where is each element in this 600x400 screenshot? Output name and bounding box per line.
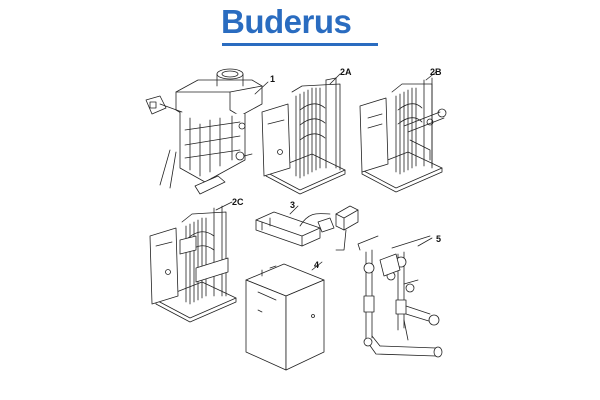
buderus-logo: Buderus [221, 4, 381, 48]
logo-wordmark: Buderus [221, 3, 352, 40]
callout-3: 3 [290, 200, 295, 210]
callout-2c: 2C [232, 197, 244, 207]
part-1-burner-assembly [145, 68, 269, 195]
callout-4: 4 [314, 260, 319, 270]
callout-1: 1 [270, 74, 275, 84]
part-5-piping-kit [357, 235, 443, 358]
part-2c-heat-exchanger [149, 201, 237, 323]
part-2a-heat-exchanger [261, 73, 346, 195]
part-2b-heat-exchanger [359, 71, 447, 193]
logo-underline [222, 43, 378, 46]
part-3-control-module [255, 205, 359, 251]
callout-2b: 2B [430, 67, 442, 77]
callout-5: 5 [436, 234, 441, 244]
part-4-cabinet [245, 261, 325, 371]
callout-2a: 2A [340, 67, 352, 77]
